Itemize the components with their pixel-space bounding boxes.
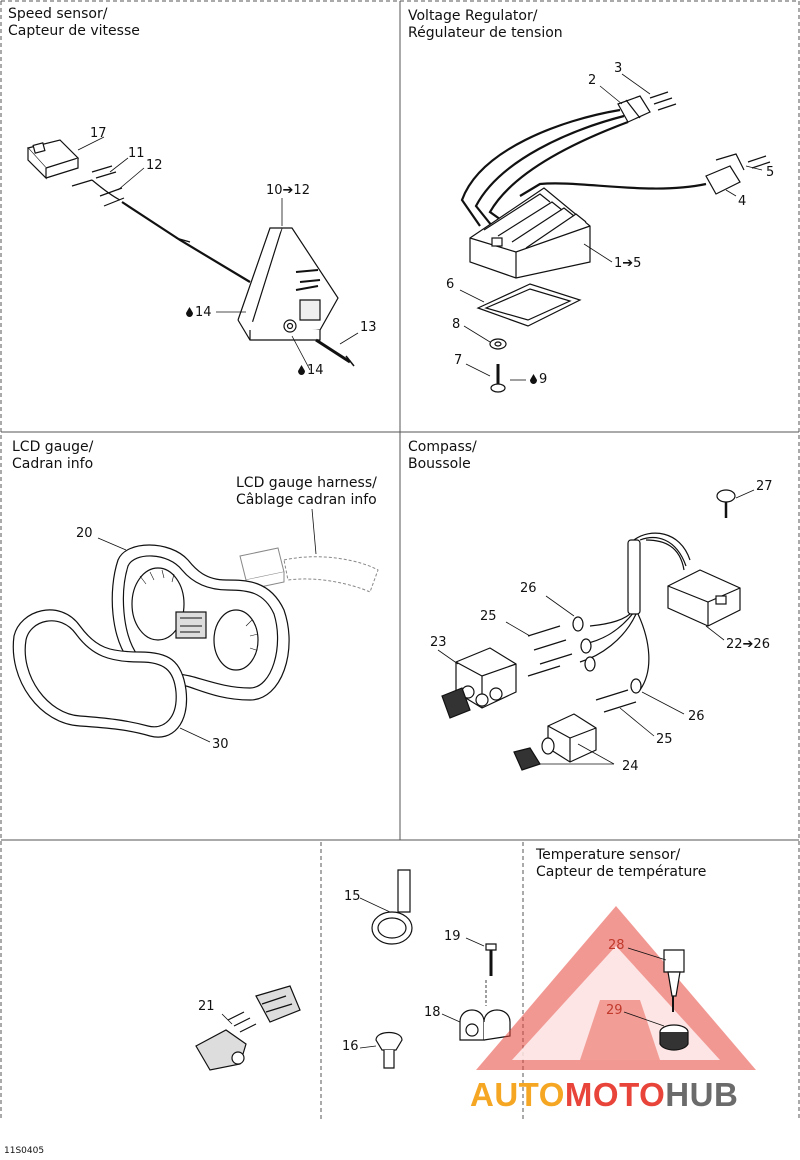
title-en: Temperature sensor/ xyxy=(536,847,681,863)
title-fr: Capteur de température xyxy=(536,864,707,880)
callout-6: 6 xyxy=(446,277,455,292)
title-en: Compass/ xyxy=(408,439,477,455)
callout-4: 4 xyxy=(738,194,747,209)
callout-24: 24 xyxy=(622,759,639,774)
callout-19: 19 xyxy=(444,929,461,944)
callout-25a: 25 xyxy=(480,609,497,624)
callout-9: 9 xyxy=(530,373,547,387)
callout-7: 7 xyxy=(454,353,463,368)
callout-15: 15 xyxy=(344,889,361,904)
title-fr: Régulateur de tension xyxy=(408,25,563,41)
title-en: LCD gauge/ xyxy=(12,439,94,455)
compass-title: Compass/ Boussole xyxy=(408,439,477,473)
watermark-auto: AUTO xyxy=(470,1076,565,1113)
title-en: Voltage Regulator/ xyxy=(408,8,538,24)
callout-26a: 26 xyxy=(520,581,537,596)
drop-icon xyxy=(186,307,193,317)
callout-8: 8 xyxy=(452,317,461,332)
callout-9-label: 9 xyxy=(539,372,548,387)
speed-sensor-title: Speed sensor/ Capteur de vitesse xyxy=(8,6,140,40)
callout-10-12: 10➔12 xyxy=(266,183,310,198)
title-fr: Boussole xyxy=(408,456,471,472)
watermark-moto: MOTO xyxy=(564,1076,666,1113)
title-fr: Cadran info xyxy=(12,456,94,472)
callout-28: 28 xyxy=(608,938,625,953)
callout-14a-label: 14 xyxy=(195,305,212,320)
title-fr: Capteur de vitesse xyxy=(8,23,140,39)
harness-en: LCD gauge harness/ xyxy=(236,475,377,491)
drop-icon xyxy=(530,374,537,384)
callout-5: 5 xyxy=(766,165,775,180)
temperature-sensor-title: Temperature sensor/ Capteur de températu… xyxy=(536,847,706,881)
callout-14b: 14 xyxy=(298,364,324,378)
watermark-text: AUTOMOTOHUB xyxy=(470,1076,738,1114)
callout-21: 21 xyxy=(198,999,215,1014)
lcd-gauge-title: LCD gauge/ Cadran info xyxy=(12,439,93,473)
callout-29: 29 xyxy=(606,1003,623,1018)
callout-16: 16 xyxy=(342,1039,359,1054)
callout-27: 27 xyxy=(756,479,773,494)
callout-18: 18 xyxy=(424,1005,441,1020)
lcd-harness-label: LCD gauge harness/ Câblage cadran info xyxy=(236,475,377,509)
callout-20: 20 xyxy=(76,526,93,541)
drop-icon xyxy=(298,365,305,375)
logo-inner-mark-icon xyxy=(580,1000,660,1060)
harness-fr: Câblage cadran info xyxy=(236,492,377,508)
callout-14a: 14 xyxy=(186,306,212,320)
callout-26b: 26 xyxy=(688,709,705,724)
callout-30: 30 xyxy=(212,737,229,752)
callout-25b: 25 xyxy=(656,732,673,747)
watermark-hub: HUB xyxy=(665,1076,739,1113)
callout-23: 23 xyxy=(430,635,447,650)
callout-2: 2 xyxy=(588,73,597,88)
callout-22-26: 22➔26 xyxy=(726,637,770,652)
callout-13: 13 xyxy=(360,320,377,335)
drawing-code: 11S0405 xyxy=(4,1146,45,1156)
callout-17: 17 xyxy=(90,126,107,141)
callout-3: 3 xyxy=(614,61,623,76)
callout-14b-label: 14 xyxy=(307,363,324,378)
title-en: Speed sensor/ xyxy=(8,6,108,22)
callout-11: 11 xyxy=(128,146,145,161)
callout-1-5: 1➔5 xyxy=(614,256,642,271)
voltage-regulator-title: Voltage Regulator/ Régulateur de tension xyxy=(408,8,563,42)
callout-12: 12 xyxy=(146,158,163,173)
